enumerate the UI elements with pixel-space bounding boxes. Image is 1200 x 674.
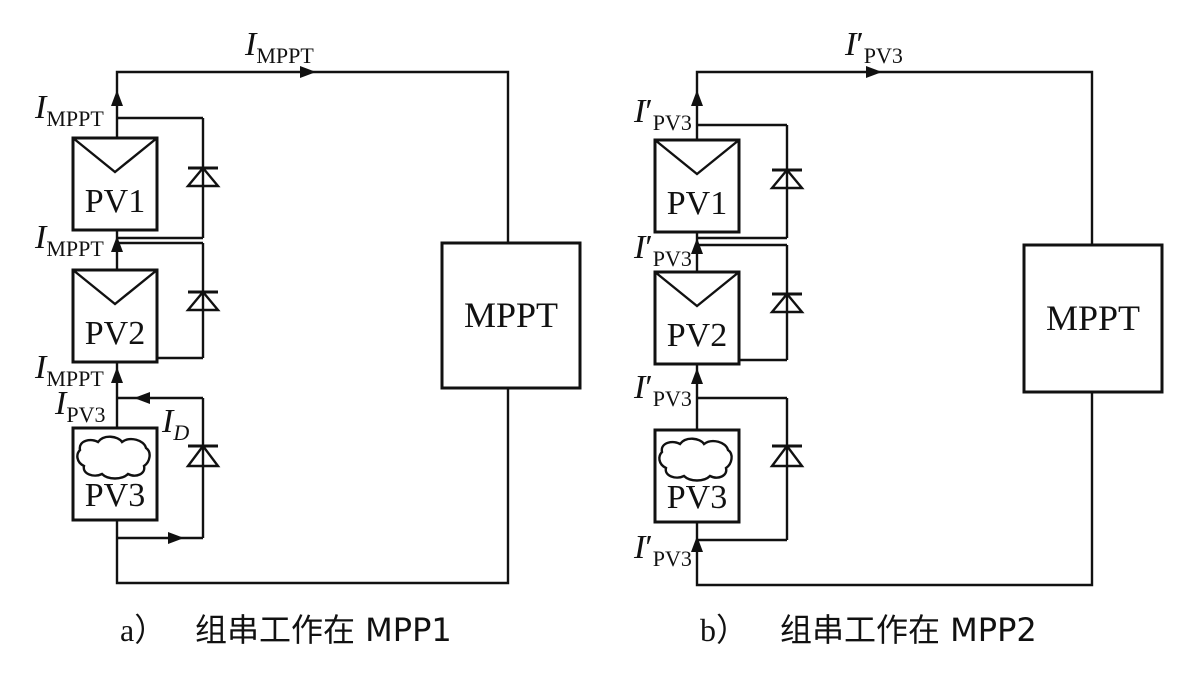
panel-a-pv1: PV1 (71, 116, 205, 240)
panel-a-caption-text: 组串工作在 MPP1 (195, 611, 452, 649)
panel-b-pv3: PV3 (653, 364, 789, 542)
panel-a-bottom-arrow (168, 532, 184, 544)
panel-a-diode-current-arrow (134, 392, 150, 404)
panel-b-current-1: I′PV3 (633, 93, 692, 135)
panel-a-loop-wire (115, 70, 510, 243)
panel-b-return-wire (695, 392, 1094, 587)
panel-a-return-wire (115, 388, 510, 585)
panel-b: PV1 PV2 PV3 (633, 26, 1164, 649)
panel-b-mppt-label: MPPT (1046, 298, 1140, 338)
panel-a-pv2: PV2 (71, 230, 205, 364)
panel-b-current-2: I′PV3 (633, 229, 692, 271)
panel-b-caption-text: 组串工作在 MPP2 (780, 611, 1037, 649)
panel-b-loop-arrow (866, 66, 882, 78)
panel-b-mppt-box (1022, 243, 1164, 394)
panel-a-pv3: PV3 (71, 362, 205, 540)
panel-a-output-arrow (111, 90, 123, 106)
panel-b-pv3-label: PV3 (667, 479, 727, 516)
panel-b-current-3: I′PV3 (633, 369, 692, 411)
panel-a-current-1: IMPPT (34, 89, 104, 131)
panel-b-pv1-label: PV1 (667, 185, 727, 222)
panel-b-current-4: I′PV3 (633, 529, 692, 571)
panel-a-mppt-box (440, 241, 582, 390)
panel-b-diode-2 (769, 292, 805, 314)
panel-a-diode-current: ID (161, 403, 189, 445)
panel-b-loop-wire (695, 70, 1094, 245)
panel-b-pv3-up-arrow (691, 368, 703, 384)
panel-a-loop-arrow (300, 66, 316, 78)
panel-a: PV1 PV2 P (34, 26, 582, 649)
panel-b-caption-letter: b） (700, 612, 748, 648)
panel-a-loop-current: IMPPT (244, 26, 314, 68)
panel-b-output-arrow (691, 90, 703, 106)
panel-a-current-2: IMPPT (34, 219, 104, 261)
panel-b-loop-current: I′PV3 (844, 26, 903, 68)
panel-a-pv3-label: PV3 (85, 477, 145, 514)
panel-b-pv2: PV2 (653, 232, 789, 366)
panel-b-bottom-arrow (691, 536, 703, 552)
panel-a-diode-1 (185, 166, 221, 188)
panel-a-diode-2 (185, 290, 221, 312)
panel-b-pv2-up-arrow (691, 238, 703, 254)
panel-a-pv2-label: PV2 (85, 315, 145, 352)
panel-a-diode-3 (185, 444, 221, 468)
panel-a-mppt-label: MPPT (464, 295, 558, 335)
panel-a-pv1-label: PV1 (85, 183, 145, 220)
panel-a-current-3: IMPPT (34, 349, 104, 391)
panel-a-current-4: IPV3 (54, 385, 105, 427)
panel-a-pv3-up-arrow (111, 367, 123, 383)
panel-b-pv2-label: PV2 (667, 317, 727, 354)
panel-a-caption-letter: a） (120, 612, 166, 648)
panel-b-diode-3 (769, 444, 805, 468)
panel-b-diode-1 (769, 168, 805, 190)
panel-b-pv1: PV1 (653, 123, 789, 240)
panel-a-pv2-up-arrow (111, 236, 123, 252)
